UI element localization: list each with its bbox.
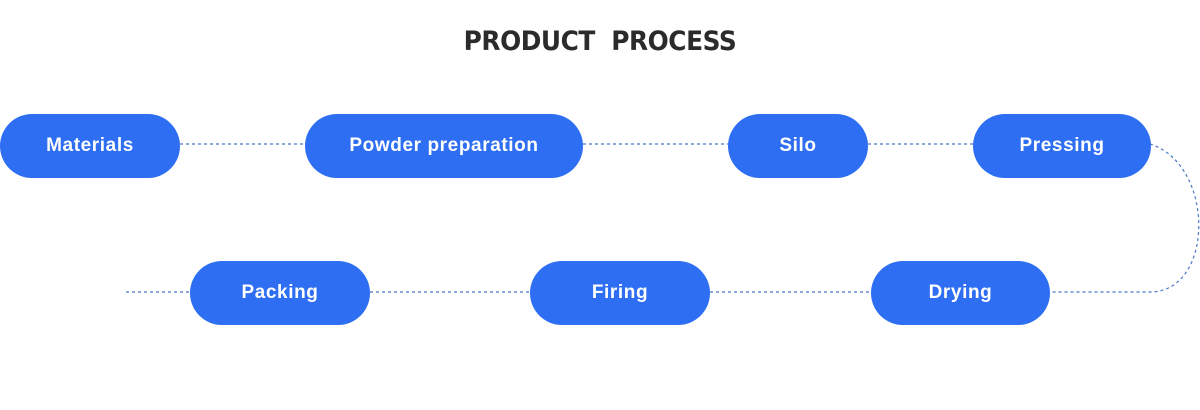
step-label: Drying [928, 282, 993, 303]
step-label: Pressing [1019, 135, 1105, 156]
step-label: Firing [591, 282, 649, 303]
step-label: Packing [241, 282, 319, 303]
step-packing: Packing [190, 261, 370, 325]
step-silo: Silo [728, 114, 868, 178]
step-label: Silo [779, 135, 817, 156]
diagram-title: PRODUCT PROCESS [463, 26, 737, 57]
step-materials: Materials [0, 114, 180, 178]
step-firing: Firing [530, 261, 710, 325]
step-drying: Drying [871, 261, 1050, 325]
step-powder-preparation: Powder preparation [305, 114, 583, 178]
step-pressing: Pressing [973, 114, 1151, 178]
step-label: Materials [46, 135, 134, 156]
step-label: Powder preparation [349, 135, 539, 156]
